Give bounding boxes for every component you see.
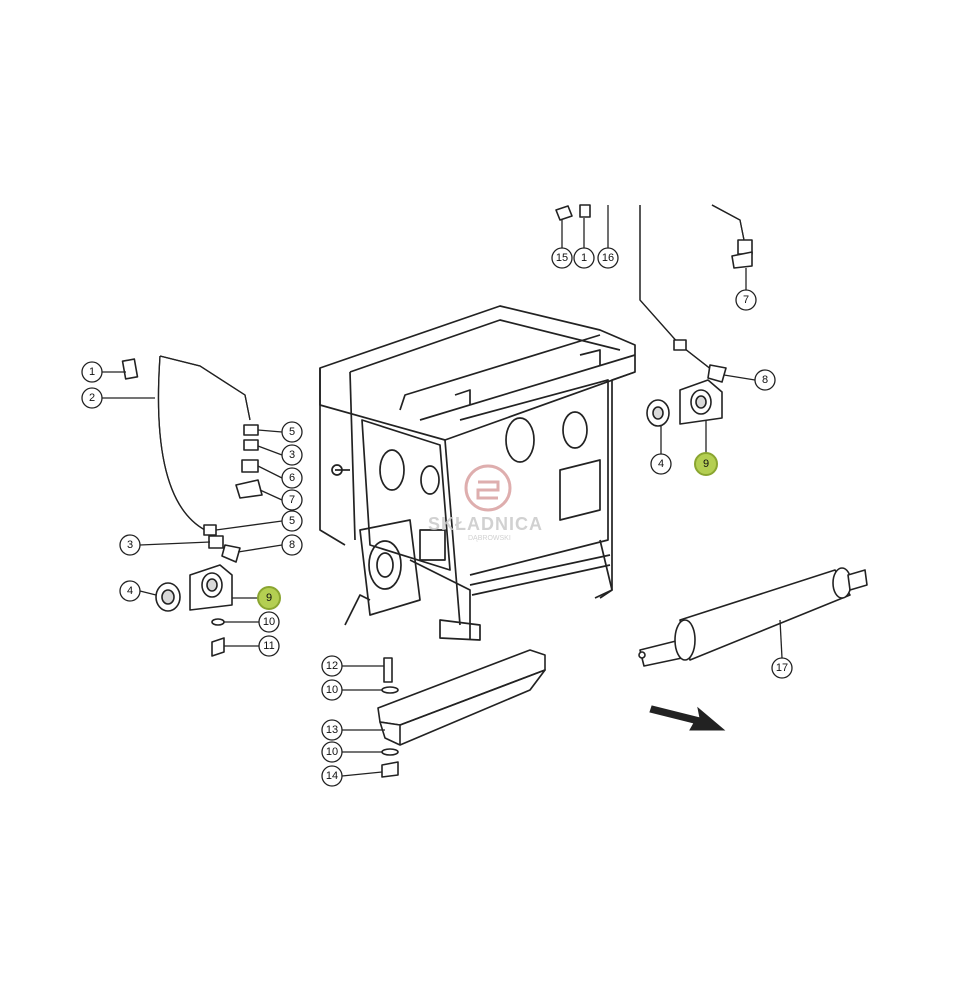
callout-circle bbox=[281, 421, 303, 443]
callout-3: 3 bbox=[119, 534, 141, 556]
callout-label: 15 bbox=[556, 252, 568, 264]
callout-label: 8 bbox=[762, 374, 768, 386]
callout-label: 14 bbox=[326, 770, 338, 782]
callout-circle bbox=[694, 452, 718, 476]
callout-7: 7 bbox=[281, 489, 303, 511]
callout-circle bbox=[281, 510, 303, 532]
callout-circle bbox=[321, 765, 343, 787]
callout-10: 10 bbox=[258, 611, 280, 633]
callout-label: 5 bbox=[289, 515, 295, 527]
gearbox-housing bbox=[319, 305, 636, 641]
callout-label: 10 bbox=[263, 616, 275, 628]
callout-1: 1 bbox=[573, 247, 595, 269]
callout-circle bbox=[81, 361, 103, 383]
right-pipe-assembly bbox=[555, 204, 753, 427]
left-pipe-assembly bbox=[121, 355, 263, 657]
callout-circle bbox=[257, 586, 281, 610]
callout-5: 5 bbox=[281, 421, 303, 443]
callout-label: 17 bbox=[776, 662, 788, 674]
callout-15: 15 bbox=[551, 247, 573, 269]
watermark-text: SKŁADNICA bbox=[428, 514, 543, 534]
callout-6: 6 bbox=[281, 467, 303, 489]
callout-1: 1 bbox=[81, 361, 103, 383]
callout-label: 3 bbox=[289, 449, 295, 461]
callout-circle bbox=[551, 247, 573, 269]
direction-arrow bbox=[649, 705, 726, 731]
callout-circle bbox=[321, 679, 343, 701]
callout-circle bbox=[321, 655, 343, 677]
callout-label: 2 bbox=[89, 392, 95, 404]
leader-lines bbox=[102, 205, 783, 777]
shaft-assembly bbox=[638, 567, 868, 667]
callout-label: 9 bbox=[266, 592, 272, 604]
callout-3: 3 bbox=[281, 444, 303, 466]
callout-5: 5 bbox=[281, 510, 303, 532]
callout-circle bbox=[119, 580, 141, 602]
callout-9-highlighted: 9 bbox=[694, 452, 718, 476]
bottom-bracket-assembly bbox=[377, 649, 546, 778]
callout-circle bbox=[119, 534, 141, 556]
callout-circle bbox=[81, 387, 103, 409]
callout-label: 12 bbox=[326, 660, 338, 672]
callout-12: 12 bbox=[321, 655, 343, 677]
callout-circle bbox=[735, 289, 757, 311]
callout-17: 17 bbox=[771, 657, 793, 679]
callout-label: 9 bbox=[703, 458, 709, 470]
callout-10: 10 bbox=[321, 741, 343, 763]
callout-circle bbox=[650, 453, 672, 475]
callout-7: 7 bbox=[735, 289, 757, 311]
callout-circle bbox=[573, 247, 595, 269]
watermark-logo: SKŁADNICA DĄBROWSKI bbox=[428, 464, 543, 542]
watermark-subtitle: DĄBROWSKI bbox=[468, 535, 511, 542]
callout-label: 1 bbox=[581, 252, 587, 264]
callout-label: 13 bbox=[326, 724, 338, 736]
callout-circle bbox=[597, 247, 619, 269]
callout-circle bbox=[281, 444, 303, 466]
callout-8: 8 bbox=[754, 369, 776, 391]
callout-circle bbox=[281, 489, 303, 511]
callout-label: 5 bbox=[289, 426, 295, 438]
callout-2: 2 bbox=[81, 387, 103, 409]
callout-label: 7 bbox=[289, 494, 295, 506]
callout-circle bbox=[281, 534, 303, 556]
callout-circle bbox=[258, 611, 280, 633]
callout-circle bbox=[754, 369, 776, 391]
callout-label: 10 bbox=[326, 684, 338, 696]
callout-circle bbox=[321, 741, 343, 763]
callout-label: 16 bbox=[602, 252, 614, 264]
callout-label: 6 bbox=[289, 472, 295, 484]
callout-label: 10 bbox=[326, 746, 338, 758]
callout-label: 11 bbox=[263, 640, 274, 652]
callout-4: 4 bbox=[119, 580, 141, 602]
callout-label: 3 bbox=[127, 539, 133, 551]
callout-16: 16 bbox=[597, 247, 619, 269]
callout-11: 11 bbox=[258, 635, 280, 657]
callout-circle bbox=[771, 657, 793, 679]
callout-label: 7 bbox=[743, 294, 749, 306]
callout-circle bbox=[321, 719, 343, 741]
callout-label: 4 bbox=[658, 458, 664, 470]
callout-4: 4 bbox=[650, 453, 672, 475]
callout-label: 1 bbox=[89, 366, 95, 378]
callout-8: 8 bbox=[281, 534, 303, 556]
callout-9-highlighted: 9 bbox=[257, 586, 281, 610]
callout-circle bbox=[258, 635, 280, 657]
callout-14: 14 bbox=[321, 765, 343, 787]
callout-label: 4 bbox=[127, 585, 133, 597]
callout-circle bbox=[281, 467, 303, 489]
callout-label: 8 bbox=[289, 539, 295, 551]
callout-10: 10 bbox=[321, 679, 343, 701]
callout-13: 13 bbox=[321, 719, 343, 741]
